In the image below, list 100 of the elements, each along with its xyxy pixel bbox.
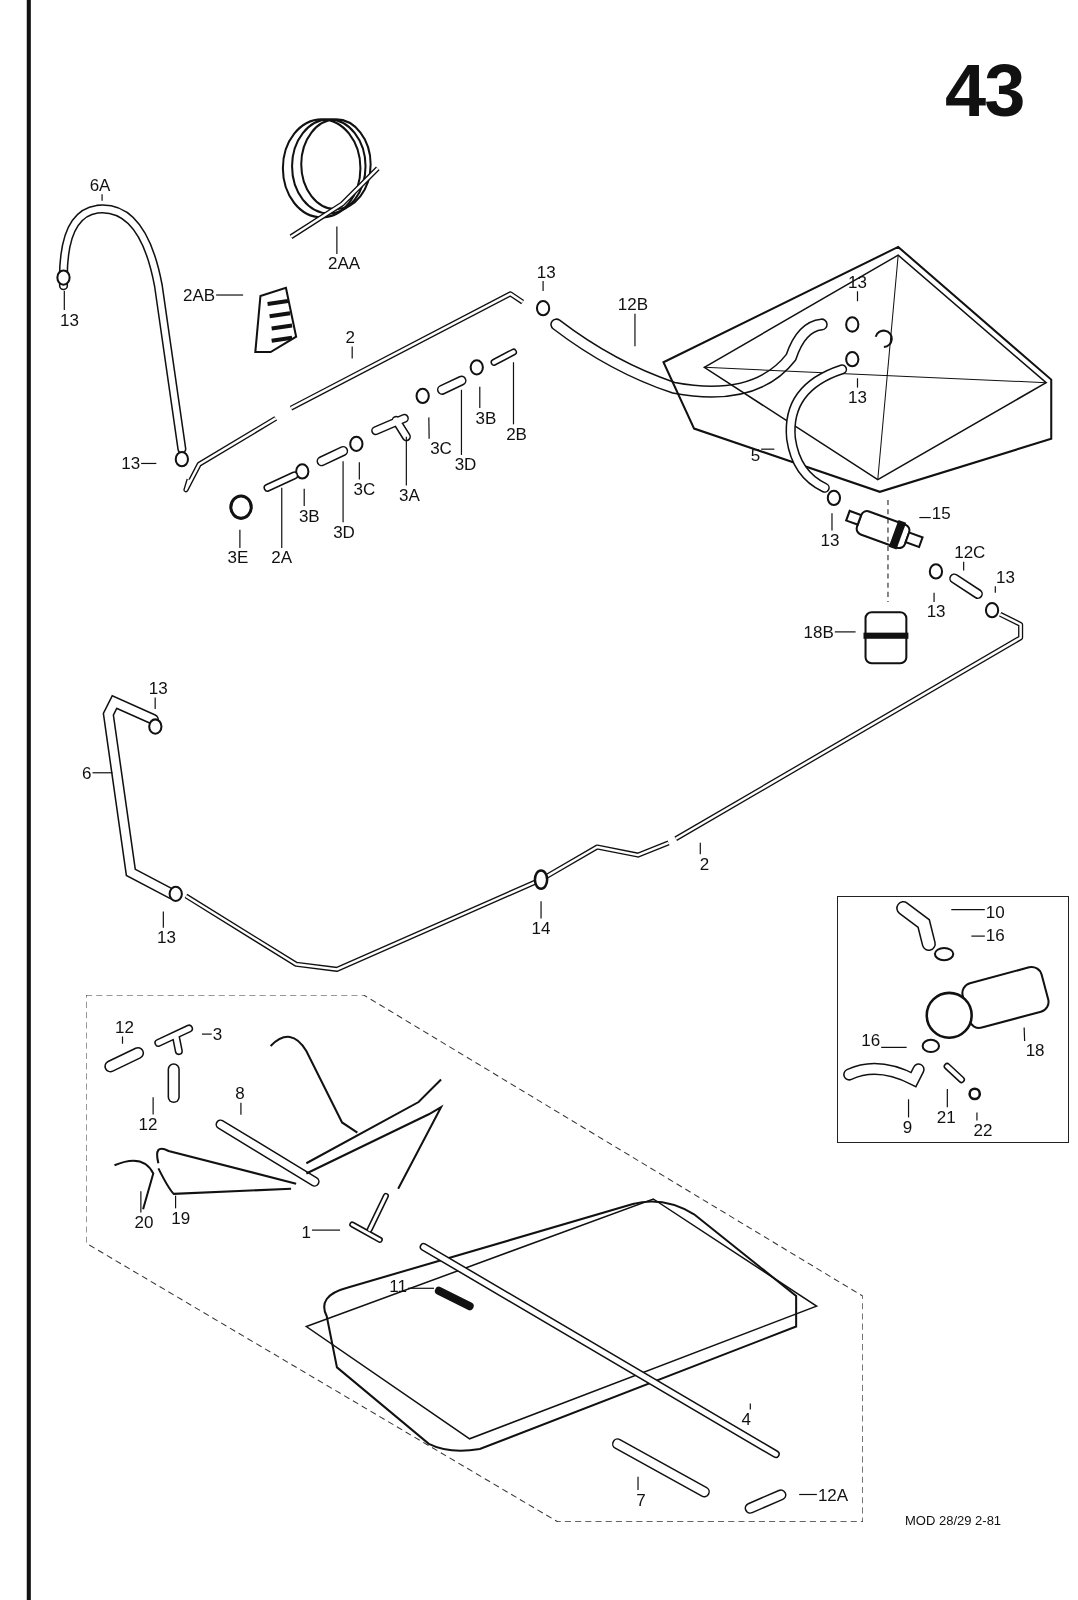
leader-line bbox=[152, 1096, 154, 1116]
hose-piece bbox=[436, 375, 467, 395]
leader-line bbox=[970, 935, 986, 937]
leader-line bbox=[140, 1190, 142, 1214]
callout-number: 2A bbox=[270, 547, 294, 567]
leader-line bbox=[540, 900, 542, 920]
callout-number: 6 bbox=[81, 763, 93, 783]
leader-line bbox=[140, 462, 157, 465]
leader-line bbox=[880, 1046, 908, 1048]
hose-piece bbox=[316, 445, 349, 467]
callout-number: 13 bbox=[58, 310, 80, 329]
leader-line bbox=[358, 461, 360, 481]
callout-number: 12 bbox=[137, 1114, 159, 1134]
callout-number: 12C bbox=[953, 542, 987, 562]
leader-line bbox=[856, 377, 859, 389]
leader-line bbox=[798, 1493, 818, 1496]
callout-number: 3 bbox=[211, 1024, 224, 1044]
callout-number: 13 bbox=[147, 678, 169, 698]
leader-line bbox=[760, 448, 775, 450]
leader-line bbox=[637, 1476, 639, 1491]
leader-line bbox=[1023, 1026, 1026, 1042]
callout-number: 13 bbox=[995, 567, 1016, 587]
leader-line bbox=[342, 460, 344, 523]
tee-fitting bbox=[371, 413, 411, 442]
inset-frame bbox=[837, 896, 1069, 1144]
callout-number: 16 bbox=[860, 1030, 882, 1050]
leader-line bbox=[154, 696, 156, 710]
leader-line bbox=[512, 361, 515, 425]
leader-line bbox=[933, 592, 935, 603]
leader-line bbox=[963, 561, 965, 571]
callout-number: 4 bbox=[740, 1409, 752, 1429]
dashed-group-outline bbox=[85, 995, 863, 1523]
callout-number: 2AB bbox=[182, 285, 217, 305]
leader-line bbox=[907, 1098, 910, 1119]
leader-line bbox=[121, 1035, 124, 1045]
callout-number: 13 bbox=[535, 262, 557, 282]
callout-number: 1 bbox=[300, 1222, 312, 1242]
callout-number: 21 bbox=[935, 1107, 957, 1127]
leader-line bbox=[101, 193, 103, 202]
leader-line bbox=[407, 1287, 435, 1289]
callout-number: 14 bbox=[530, 918, 552, 938]
leader-line bbox=[699, 842, 701, 855]
leader-line bbox=[831, 512, 833, 532]
leader-line bbox=[976, 1112, 978, 1122]
leader-line bbox=[946, 1088, 948, 1108]
callout-number: 2 bbox=[344, 327, 356, 347]
callout-number: 3B bbox=[297, 506, 321, 525]
leader-line bbox=[281, 487, 283, 549]
leader-line bbox=[201, 1033, 213, 1035]
callout-number: 20 bbox=[133, 1212, 155, 1232]
callout-number: 3C bbox=[352, 479, 377, 499]
model-reference: MOD 28/29 2-81 bbox=[905, 1513, 1002, 1528]
leader-line bbox=[351, 345, 353, 360]
leader-line bbox=[215, 294, 244, 296]
callout-number: 7 bbox=[635, 1490, 647, 1510]
leader-line bbox=[542, 280, 544, 292]
leader-line bbox=[336, 225, 338, 255]
callout-number: 13 bbox=[925, 601, 947, 621]
callout-number: 13 bbox=[847, 272, 868, 292]
callout-number: 18B bbox=[802, 622, 835, 642]
leader-line bbox=[428, 416, 430, 440]
callout-number: 11 bbox=[388, 1276, 408, 1296]
callout-number: 13 bbox=[847, 387, 868, 407]
leader-line bbox=[240, 1102, 242, 1116]
page-number: 43 bbox=[945, 48, 1024, 133]
callout-number: 8 bbox=[234, 1083, 246, 1103]
callout-number: 13 bbox=[819, 530, 841, 550]
callout-number: 3E bbox=[226, 547, 250, 567]
leader-line bbox=[63, 290, 65, 311]
leader-line bbox=[634, 313, 636, 347]
callout-number: 3B bbox=[474, 408, 498, 427]
leader-line bbox=[950, 908, 986, 911]
leader-line bbox=[405, 436, 407, 487]
callout-number: 3C bbox=[429, 438, 453, 458]
callout-number: 16 bbox=[984, 925, 1006, 945]
callout-number: 3A bbox=[397, 485, 421, 505]
callout-number: 12B bbox=[616, 294, 650, 314]
leader-line bbox=[994, 585, 996, 594]
hose-piece bbox=[490, 348, 518, 366]
leader-line bbox=[91, 772, 114, 774]
callout-number: 2AA bbox=[326, 253, 362, 273]
leader-line bbox=[311, 1229, 341, 1231]
callout-number: 2 bbox=[698, 854, 711, 874]
callout-number: 13 bbox=[120, 453, 142, 473]
callout-number: 18 bbox=[1024, 1040, 1046, 1060]
callout-number: 9 bbox=[901, 1117, 914, 1137]
callout-number: 3D bbox=[453, 454, 478, 474]
leader-line bbox=[162, 910, 164, 929]
callout-number: 19 bbox=[170, 1208, 192, 1228]
leader-line bbox=[856, 290, 859, 302]
leader-line bbox=[303, 488, 305, 507]
leader-line bbox=[749, 1402, 751, 1411]
leader-line bbox=[239, 529, 241, 549]
leader-line bbox=[918, 516, 932, 519]
hose-piece bbox=[263, 471, 299, 492]
leader-line bbox=[479, 386, 481, 409]
callout-number: 10 bbox=[984, 902, 1006, 922]
callout-number: 13 bbox=[155, 927, 177, 947]
callout-number: 12 bbox=[114, 1017, 135, 1037]
leader-line bbox=[175, 1195, 177, 1209]
